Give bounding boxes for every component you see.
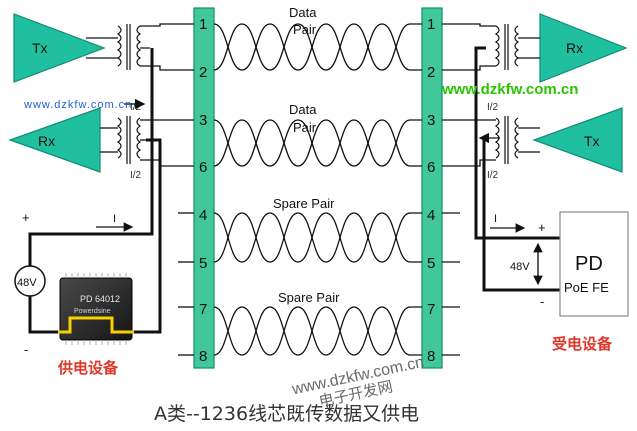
left-pin-8: 8 <box>199 348 207 365</box>
pair-1-2-wire-a <box>213 23 422 71</box>
minus-right: - <box>540 294 544 309</box>
pair-4-5-wire-b <box>213 212 422 263</box>
chip-brand: Powerdsine <box>74 308 111 315</box>
plus-left: + <box>22 210 30 225</box>
right-pin-3: 3 <box>427 112 435 129</box>
triangle-amplifier-icon <box>539 13 628 83</box>
right-connector <box>421 7 443 369</box>
right-power-loop <box>474 46 560 292</box>
pair-label-spare-1: Spare Pair <box>273 196 335 211</box>
pd-subtitle: PoE FE <box>564 280 609 295</box>
pair-3-6-wire-a <box>213 119 422 167</box>
pair-1-2-wire-b <box>213 23 422 71</box>
pair-label-spare-2: Spare Pair <box>278 290 340 305</box>
watermark-right: www.dzkfw.com.cn <box>441 81 578 98</box>
left-pin-2: 2 <box>199 64 207 81</box>
connector-stubs <box>178 212 460 356</box>
left-pin-3: 3 <box>199 112 207 129</box>
left-pin-5: 5 <box>199 255 207 272</box>
half-current-right-bottom: I/2 <box>487 170 499 181</box>
chip-label: PD 64012 <box>80 294 120 304</box>
right-pin-4: 4 <box>427 207 435 224</box>
left-power-loop <box>28 48 162 334</box>
diagram-caption: A类--1236线芯既传数据又供电 <box>154 403 419 425</box>
triangle-amplifier-icon <box>532 107 623 173</box>
left-rx-label: Rx <box>38 133 55 149</box>
left-pin-1: 1 <box>199 16 207 33</box>
pair-label-data-2b: Pair <box>293 120 317 135</box>
pd-box <box>559 211 629 317</box>
triangle-amplifier-icon <box>8 107 101 173</box>
pair-label-data-2a: Data <box>289 102 317 117</box>
voltage-left-label: 48V <box>17 277 37 289</box>
minus-left: - <box>24 342 28 357</box>
supply-equipment-label: 供电设备 <box>57 359 119 377</box>
pair-4-5-wire-a <box>213 212 422 263</box>
transformer-coil-icon <box>494 24 520 70</box>
left-tx-label: Tx <box>32 40 48 56</box>
left-pin-4: 4 <box>199 207 207 224</box>
current-label-right: I <box>494 213 497 225</box>
left-connector <box>193 7 215 369</box>
half-current-right-top: I/2 <box>487 102 499 113</box>
transformer-coil-icon <box>116 116 142 164</box>
right-rx-label: Rx <box>566 40 583 56</box>
pair-label-data-1b: Pair <box>293 22 317 37</box>
pair-label-data-1a: Data <box>289 5 317 20</box>
ic-chip-icon <box>58 273 134 345</box>
right-pin-5: 5 <box>427 255 435 272</box>
plus-right: + <box>538 220 546 235</box>
transformer-coil-icon <box>116 24 142 70</box>
twisted-pairs <box>213 23 422 356</box>
half-current-left-bottom: I/2 <box>130 170 142 181</box>
left-pin-6: 6 <box>199 159 207 176</box>
left-pin-7: 7 <box>199 301 207 318</box>
triangle-amplifier-icon <box>13 13 106 83</box>
current-label-left: I <box>113 213 116 225</box>
pd-title: PD <box>575 253 603 275</box>
right-pin-7: 7 <box>427 301 435 318</box>
right-pin-8: 8 <box>427 348 435 365</box>
right-pin-6: 6 <box>427 159 435 176</box>
voltage-source-icon <box>14 265 46 297</box>
right-pin-2: 2 <box>427 64 435 81</box>
powered-device-label: 受电设备 <box>552 335 613 353</box>
pair-7-8-wire-a <box>213 306 422 356</box>
transformer-coil-icon <box>494 116 520 164</box>
right-tx-label: Tx <box>584 133 600 149</box>
watermark-small: www.dzkfw.com.cn <box>23 99 132 111</box>
voltage-right-label: 48V <box>510 261 530 273</box>
right-pin-1: 1 <box>427 16 435 33</box>
pair-7-8-wire-b <box>213 306 422 356</box>
pair-3-6-wire-b <box>213 119 422 167</box>
